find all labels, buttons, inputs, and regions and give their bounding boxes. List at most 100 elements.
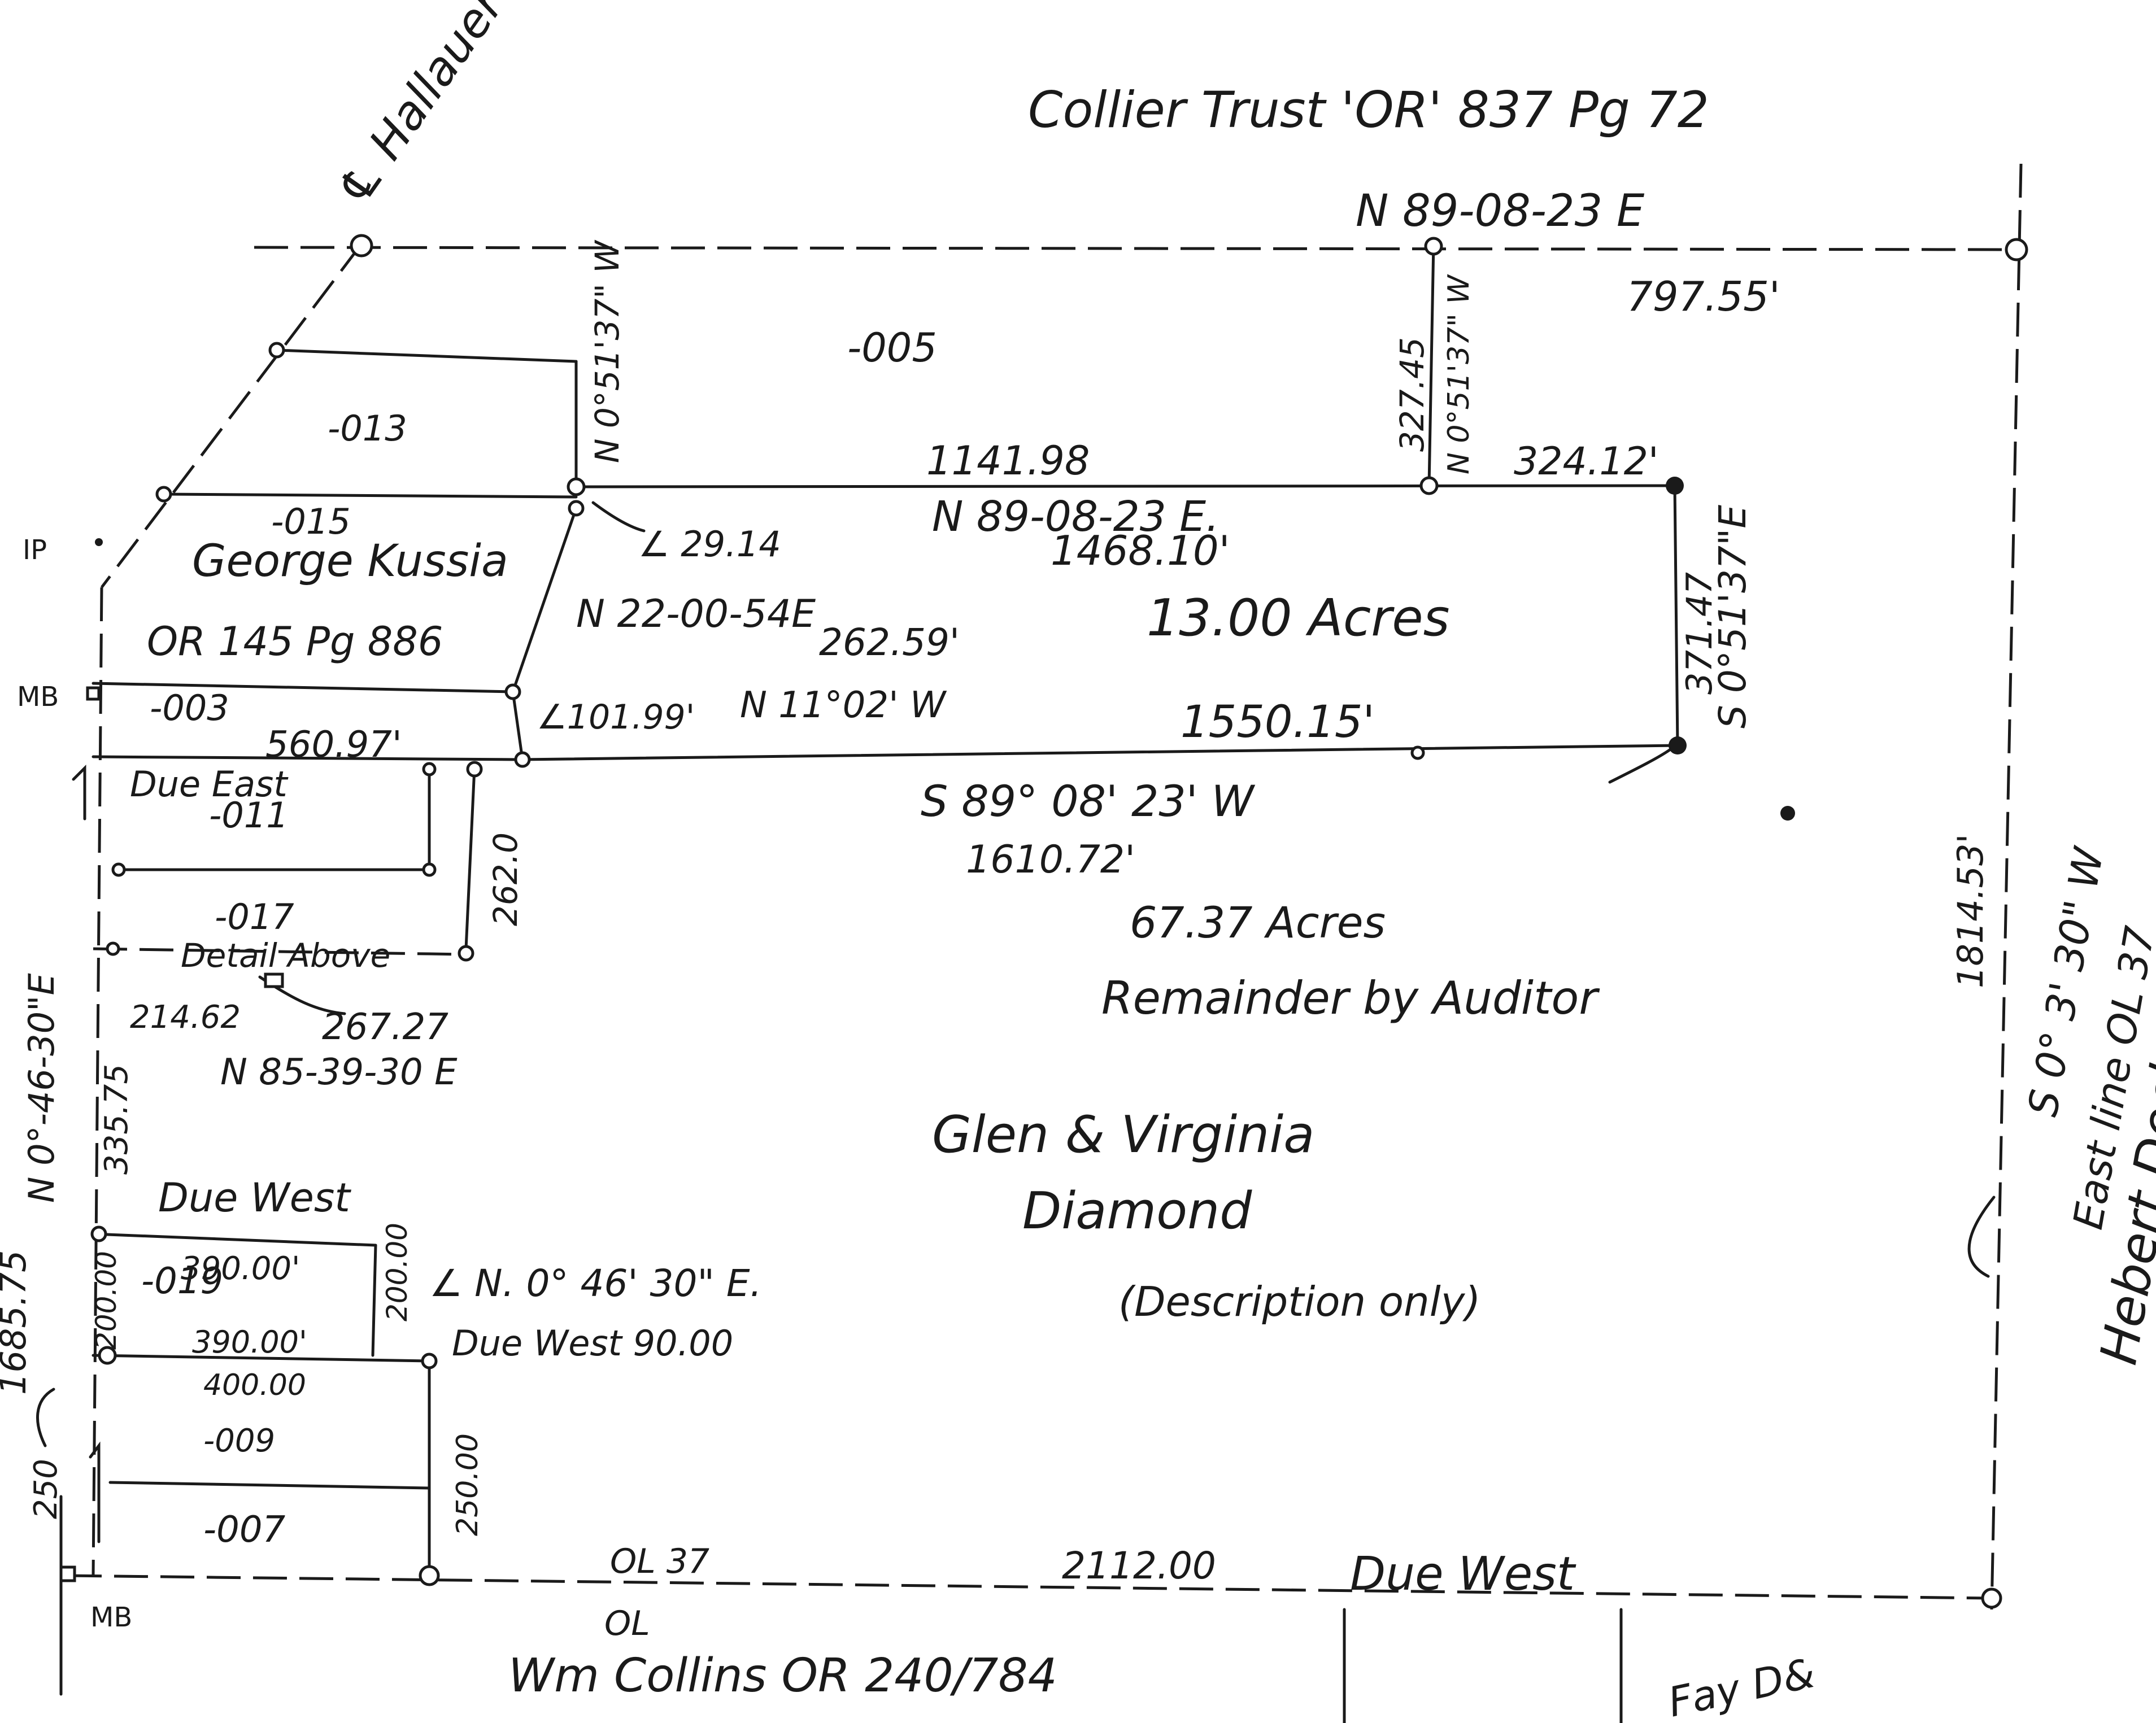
tract-n11-line <box>511 690 524 761</box>
monument-box-icon <box>86 686 101 701</box>
pin-filled-icon <box>1669 736 1687 754</box>
parcel-019-east <box>371 1244 377 1357</box>
pin-icon <box>422 762 437 777</box>
segment-390b-label: 390.00' <box>192 1324 307 1360</box>
pin-icon <box>419 1565 440 1586</box>
n11-bearing-label: N 11°02' W <box>740 684 947 726</box>
n0-5137-east-label: N 0°51'37" W <box>1442 273 1476 474</box>
interior-bearing-label: N 89-08-23 E. <box>932 492 1219 541</box>
kussia-owner-label-1: George Kussia <box>192 536 508 587</box>
pin-icon <box>350 234 373 258</box>
total-west-label: 1685.75 <box>0 1250 34 1395</box>
ol37-label: OL 37 <box>610 1542 709 1581</box>
segment-200b-label: 200.00 <box>381 1223 413 1321</box>
segment-250-label: 250 <box>28 1459 64 1519</box>
segment-390a-label: 390.00' <box>181 1250 300 1287</box>
segment-1814-label: 1814.53' <box>1950 834 1991 988</box>
segment-371-label: 371.47 <box>1679 572 1720 695</box>
arrow-south-parcel <box>89 1441 101 1543</box>
parcel-003-label: -003 <box>150 687 229 729</box>
due-west-south-label: Due West <box>1350 1547 1576 1601</box>
parcel-013-bottom <box>162 492 578 499</box>
main-area-label: 13.00 Acres <box>1147 588 1450 648</box>
parcel-019-label: -019 <box>141 1260 223 1302</box>
parcel-017-label: -017 <box>215 896 294 937</box>
segment-335-label: 335.75 <box>98 1064 135 1175</box>
remainder-area-label: 67.37 Acres <box>1130 897 1386 948</box>
east-boundary-line <box>1990 163 2023 1610</box>
s0-5137-label: S 0°51'37"E <box>1711 505 1754 729</box>
segment-214-label: 214.62 <box>130 999 241 1036</box>
pin-icon <box>90 1225 107 1242</box>
diamond-owner-label-1: Glen & Virginia <box>932 1105 1314 1164</box>
north-owner-label: Collier Trust 'OR' 837 Pg 72 <box>1028 81 1709 139</box>
parcel-003-top <box>92 682 515 693</box>
n0-5137-north-label: N 0°51'37" W <box>588 239 626 463</box>
tract-n22-line <box>511 507 578 693</box>
interior-distance-label: 1468.10' <box>1051 527 1230 574</box>
parcel-019-bottom <box>92 1354 431 1363</box>
pin-icon <box>1424 237 1443 256</box>
pin-icon <box>268 342 285 359</box>
arrow-east-line <box>1967 1196 1996 1278</box>
pin-icon <box>98 1346 117 1365</box>
diamond-owner-label-2: Diamond <box>1022 1181 1252 1241</box>
north-boundary-line <box>254 246 2017 251</box>
arrow-west-line <box>72 764 86 821</box>
tract-east-line <box>1673 484 1679 747</box>
kussia-owner-label-2: OR 145 Pg 886 <box>147 618 443 665</box>
parcel-003-bottom <box>92 755 521 761</box>
pin-icon <box>458 945 474 962</box>
due-west-label-1: Due West <box>158 1175 351 1221</box>
angle-2914-label: ∠ 29.14 <box>638 524 781 565</box>
owner-labels: Collier Trust 'OR' 837 Pg 72 ℄ Hallauer … <box>147 0 2156 1723</box>
remainder-label: Remainder by Auditor <box>1101 972 1600 1024</box>
pin-icon <box>504 683 521 700</box>
segment-262-59-label: 262.59' <box>819 621 960 664</box>
angle-10199-label: ∠101.99' <box>537 697 695 737</box>
detail-above-label: Detail Above <box>181 936 390 975</box>
pin-icon <box>111 862 126 877</box>
pin-icon <box>1419 476 1439 495</box>
pin-icon <box>1981 1587 2002 1609</box>
pin-icon <box>421 1353 438 1369</box>
parcel-005-label: -005 <box>847 325 937 371</box>
west-boundary-line <box>92 587 103 1576</box>
parcel-number-labels: -005 -013 -015 -003 -011 -017 Detail Abo… <box>141 325 937 1551</box>
due-west-90-label: Due West 90.00 <box>452 1323 733 1364</box>
south-boundary-line <box>67 1574 1992 1600</box>
segment-327-line <box>1427 242 1435 487</box>
ip-marker-label: IP <box>23 534 47 566</box>
segment-2112-label: 2112.00 <box>1062 1544 1216 1587</box>
parcel-007-label: -007 <box>203 1509 286 1551</box>
parcel-017-bottom <box>93 947 467 956</box>
pin-icon <box>568 500 585 517</box>
area-labels: 13.00 Acres 67.37 Acres <box>1130 588 1450 948</box>
pin-filled-icon <box>1666 477 1684 495</box>
segment-200a-label: 200.00 <box>90 1251 123 1350</box>
arrow-2914 <box>591 501 646 533</box>
monument-box-icon <box>59 1565 76 1582</box>
southeast-owner-label: Fay D& <box>1664 1649 1819 1723</box>
parcel-011-label: -011 <box>209 795 289 836</box>
segment-1610-label: 1610.72' <box>966 837 1135 882</box>
segment-324-label: 324.12' <box>1514 439 1659 484</box>
parcel-009-label: -009 <box>203 1423 275 1459</box>
hallauer-road-label: ℄ Hallauer Rd <box>327 0 559 215</box>
north-line-distance: 797.55' <box>1627 273 1780 320</box>
segment-400-label: 400.00 <box>203 1368 306 1402</box>
north-line-bearing: N 89-08-23 E <box>1356 186 1645 237</box>
pin-filled-icon <box>1780 806 1795 821</box>
arrow-east-tract <box>1608 747 1674 784</box>
n22-bearing-label: N 22-00-54E <box>576 592 816 636</box>
south-owner-label: Wm Collins OR 240/784 <box>508 1649 1057 1703</box>
diamond-owner-label-3: (Description only) <box>1118 1278 1480 1325</box>
marker-labels: IP MB MB <box>17 534 132 1633</box>
segment-560-label: 560.97' <box>265 724 402 766</box>
segment-267-label: 267.27 <box>322 1006 448 1048</box>
n0-4630-west-label: N 0°-46-30"E <box>21 972 62 1203</box>
n85-bearing-label: N 85-39-30 E <box>220 1052 458 1093</box>
pin-filled-icon <box>95 538 103 546</box>
pin-icon <box>514 751 531 768</box>
